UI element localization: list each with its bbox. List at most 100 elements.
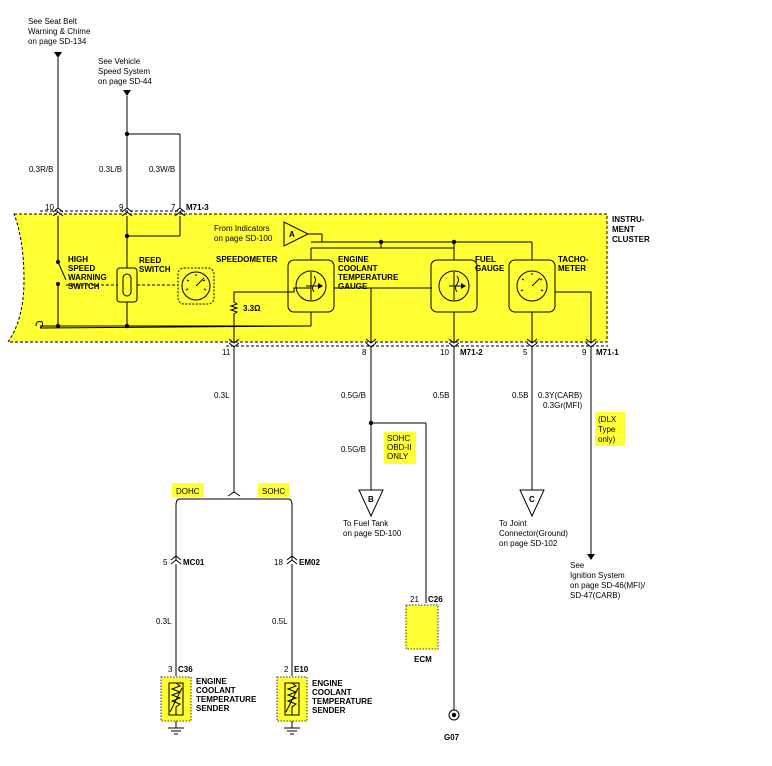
wire-label: 0.5L [272,617,288,626]
arrow-ignition [587,554,595,560]
pin-label: 3 [168,665,173,674]
ecm [405,604,439,650]
diagram-text: SOHC [262,487,285,496]
diagram-text: on page SD-102 [499,539,558,548]
diagram-text: OBD-II [387,443,411,452]
flag-c [519,489,545,518]
note-dlx [595,412,625,446]
wire-label: 0.3R/B [29,165,53,174]
diagram-text: FUEL [475,255,496,264]
diagram-text: From Indicators [214,224,270,233]
diagram-text: SD-47(CARB) [570,591,621,600]
diagram-text: SENDER [312,706,346,715]
diagram-text: SWITCH [139,265,171,274]
wire-label: 0.3L [156,617,172,626]
pin-label: 10 [45,203,54,212]
diagram-text: (DLX [598,415,617,424]
diagram-text: TEMPERATURE [312,697,373,706]
wire-label: 0.5G/B [341,391,366,400]
diagram-text: on page SD-44 [98,77,152,86]
diagram-text: To Joint [499,519,527,528]
diagram-text: GAUGE [338,282,368,291]
diagram-text: ENGINE [196,677,227,686]
diagram-text: on page SD-100 [343,529,402,538]
connector-c26: C26 [428,595,443,604]
connector-m71-3: M71-3 [186,203,209,212]
instrument-cluster-box [7,213,608,343]
pin-label: 8 [362,348,367,357]
wire-label: 0.3L/B [99,165,122,174]
diagram-text: TEMPERATURE [338,273,399,282]
diagram-text: ONLY [387,452,409,461]
pin-label: 2 [284,665,289,674]
diagram-text: COOLANT [338,264,378,273]
wire-label: 0.3L [214,391,230,400]
diagram-text: TEMPERATURE [196,695,257,704]
diagram-text: SPEED [68,264,95,273]
ref-ignition: See Ignition System on page SD-46(MFI)/ … [570,561,646,600]
diagram-text: Type [598,425,616,434]
diagram-text: HIGH [68,255,88,264]
diagram-text: SOHC [387,434,410,443]
ref-vehicle-speed: See Vehicle Speed System on page SD-44 [98,57,152,86]
diagram-text: SENDER [196,704,230,713]
resistor [229,301,239,315]
note-sohc-obd [384,432,416,464]
diagram-text: To Fuel Tank [343,519,389,528]
pin-label: 21 [410,595,419,604]
connector-em02: EM02 [299,558,320,567]
ground-g07 [448,709,460,721]
diagram-text: SWITCH [68,282,100,291]
diagram-text: on page SD-134 [28,37,87,46]
diagram-text: A [289,230,295,239]
diagram-text: METER [558,264,586,273]
diagram-text: Warning & Chime [28,27,91,36]
diagram-text: REED [139,256,161,265]
connector-m71-2: M71-2 [460,348,483,357]
pin-label: 9 [119,203,124,212]
pin-label: 9 [582,348,587,357]
label-high-speed-switch: HIGH SPEED WARNING SWITCH [68,255,107,291]
diagram-text: WARNING [68,273,107,282]
wire-label: 0.3Gr(MFI) [543,401,582,410]
arrow-seat-belt [54,52,62,58]
label-sender-e10: ENGINE COOLANT TEMPERATURE SENDER [312,679,373,715]
pin-label: 7 [171,203,176,212]
ref-joint-connector: To Joint Connector(Ground) on page SD-10… [499,519,568,548]
diagram-text: B [368,495,374,504]
diagram-text: See Seat Belt [28,17,78,26]
diagram-text: on page SD-100 [214,234,273,243]
cluster-title: INSTRU- MENT CLUSTER [612,215,650,244]
label-fuel-gauge: FUEL GAUGE [475,255,505,273]
connector-g07: G07 [444,733,460,742]
wire-label: 0.5B [512,391,528,400]
pin-label: 18 [274,558,283,567]
diagram-text: See Vehicle [98,57,141,66]
diagram-text: Speed System [98,67,150,76]
arrow-vehicle-speed [123,90,131,96]
speedometer [177,267,215,305]
ref-seat-belt: See Seat Belt Warning & Chime on page SD… [28,17,91,46]
wire-label: 0.3W/B [149,165,175,174]
ref-indicators: From Indicators on page SD-100 [214,224,273,243]
diagram-text: COOLANT [196,686,236,695]
diagram-text: TACHO- [558,255,589,264]
wire-label: 0.5G/B [341,445,366,454]
diagram-text: ENGINE [338,255,369,264]
label-resistor: 3.3Ω [243,304,261,313]
flag-b [358,489,384,518]
diagram-text: C [529,495,535,504]
diagram-text: MENT [612,225,635,234]
note-sohc [258,483,290,497]
diagram-text: CLUSTER [612,235,650,244]
diagram-text: on page SD-46(MFI)/ [570,581,646,590]
diagram-text: GAUGE [475,264,505,273]
pin-label: 5 [163,558,168,567]
note-dohc [172,483,204,497]
diagram-text: INSTRU- [612,215,645,224]
label-speedometer: SPEEDOMETER [216,255,278,264]
connector-m71-1: M71-1 [596,348,619,357]
diagram-text: only) [598,435,616,444]
ref-fuel-tank: To Fuel Tank on page SD-100 [343,519,402,538]
connector-mc01: MC01 [183,558,205,567]
